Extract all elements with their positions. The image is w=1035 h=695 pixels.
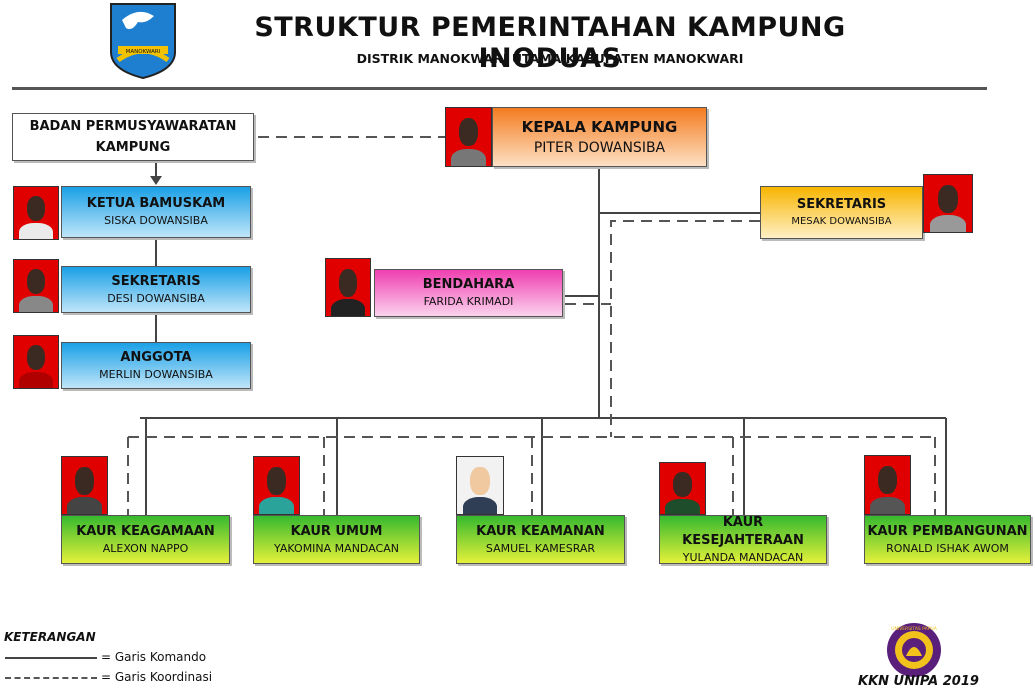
anggota-bamuskam-box: ANGGOTA MERLIN DOWANSIBA [61,342,251,389]
bendahara-name: FARIDA KRIMADI [423,295,514,308]
kaur-keagamaan-name: ALEXON NAPPO [102,541,189,555]
kaur-keamanan-name: SAMUEL KAMESRAR [485,541,596,555]
photo-bendahara [325,258,371,317]
bpk-box: BADAN PERMUSYAWARATAN KAMPUNG [12,113,254,161]
photo-kaur-kesejahteraan [659,462,706,515]
kaur-pembangunan-title: KAUR PEMBANGUNAN [867,523,1028,539]
photo-kaur-keagamaan [61,456,108,515]
page-subtitle: DISTRIK MANOKWARI UTAMA KABUPATEN MANOKW… [356,51,744,66]
ketua-bamuskam-name: SISKA DOWANSIBA [104,214,208,227]
photo-kepala-kampung [445,107,492,167]
kaur-umum-name: YAKOMINA MANDACAN [274,541,399,555]
bendahara-box: BENDAHARA FARIDA KRIMADI [374,269,563,317]
bendahara-title: BENDAHARA [422,277,515,292]
photo-sekretaris [923,174,973,233]
legend-command-line [5,657,97,659]
legend-coordination-label: = Garis Koordinasi [101,670,213,684]
kaur-keagamaan-box: KAUR KEAGAMAAN ALEXON NAPPO [61,515,230,564]
ketua-bamuskam-box: KETUA BAMUSKAM SISKA DOWANSIBA [61,186,251,238]
kaur-keamanan-title: KAUR KEAMANAN [476,523,605,539]
ketua-bamuskam-title: KETUA BAMUSKAM [86,196,226,211]
sekretaris-box: SEKRETARIS MESAK DOWANSIBA [760,186,923,239]
photo-ketua-bamuskam [13,186,59,240]
sekretaris-bamuskam-name: DESI DOWANSIBA [107,291,205,305]
kaur-keamanan-box: KAUR KEAMANAN SAMUEL KAMESRAR [456,515,625,564]
photo-sekretaris-bamuskam [13,259,59,313]
page-title: STRUKTUR PEMERINTAHAN KAMPUNG INODUAS [254,12,846,74]
kaur-keagamaan-title: KAUR KEAGAMAAN [76,523,215,539]
sekretaris-title: SEKRETARIS [796,196,887,212]
photo-kaur-umum [253,456,300,515]
kepala-kampung-box: KEPALA KAMPUNG PITER DOWANSIBA [492,107,707,167]
kaur-kesejahteraan-box: KAUR KESEJAHTERAAN YULANDA MANDACAN [659,515,827,564]
seal-text: UNIVERSITAS PAPUA [891,626,937,632]
unipa-seal-icon: UNIVERSITAS PAPUA [886,622,942,678]
kaur-pembangunan-name: RONALD ISHAK AWOM [886,541,1009,555]
sekretaris-name: MESAK DOWANSIBA [791,215,892,227]
photo-anggota-bamuskam [13,335,59,389]
manokwari-logo: MANOKWARI [108,2,178,80]
legend-coordination-line [5,677,97,679]
kepala-kampung-title: KEPALA KAMPUNG [521,118,678,136]
kaur-kesejahteraan-title: KAUR KESEJAHTERAAN [682,514,804,548]
logo-text: MANOKWARI [126,49,161,55]
anggota-bamuskam-title: ANGGOTA [120,349,192,365]
kaur-pembangunan-box: KAUR PEMBANGUNAN RONALD ISHAK AWOM [864,515,1031,564]
kaur-kesejahteraan-name: YULANDA MANDACAN [682,550,804,564]
footer-credit: KKN UNIPA 2019 [858,674,979,689]
photo-kaur-keamanan [456,456,504,515]
kaur-umum-box: KAUR UMUM YAKOMINA MANDACAN [253,515,420,564]
anggota-bamuskam-name: MERLIN DOWANSIBA [99,367,213,381]
legend-title: KETERANGAN [4,630,96,644]
kepala-kampung-name: PITER DOWANSIBA [533,140,666,156]
header-divider [12,87,987,90]
sekretaris-bamuskam-title: SEKRETARIS [111,273,201,289]
photo-kaur-pembangunan [864,455,911,515]
bpk-title: BADAN PERMUSYAWARATAN KAMPUNG [29,119,237,155]
legend-command-label: = Garis Komando [101,650,207,664]
sekretaris-bamuskam-box: SEKRETARIS DESI DOWANSIBA [61,266,251,313]
kaur-umum-title: KAUR UMUM [290,523,383,539]
